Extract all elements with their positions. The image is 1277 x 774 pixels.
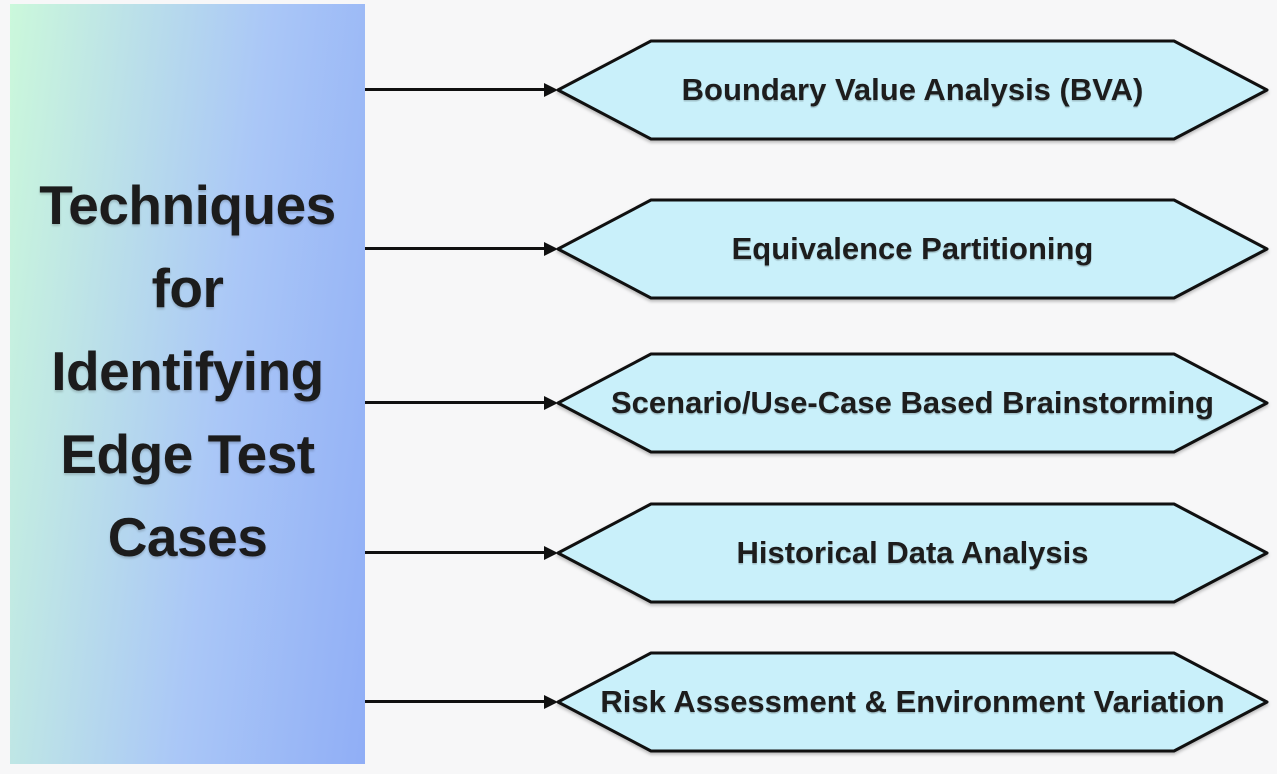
technique-node-bva: Boundary Value Analysis (BVA)	[556, 39, 1269, 141]
technique-node-equivalence-partitioning: Equivalence Partitioning	[556, 198, 1269, 300]
arrowhead-icon	[544, 241, 558, 256]
connector-arrow-2	[365, 241, 558, 256]
arrowhead-icon	[544, 395, 558, 410]
technique-label: Boundary Value Analysis (BVA)	[681, 72, 1144, 107]
connector-arrow-3	[365, 395, 558, 410]
title-line: for	[151, 256, 224, 319]
title-line: Cases	[107, 505, 268, 568]
arrowhead-icon	[544, 545, 558, 560]
technique-node-scenario-brainstorming: Scenario/Use-Case Based Brainstorming	[556, 352, 1269, 454]
title-panel: Techniques for Identifying Edge Test Cas…	[10, 4, 365, 764]
technique-node-risk-assessment: Risk Assessment & Environment Variation	[556, 651, 1269, 753]
hexagon-shape	[556, 502, 1269, 604]
hexagon-shape	[556, 198, 1269, 300]
title-line: Techniques	[39, 173, 336, 236]
connector-arrow-5	[365, 694, 558, 709]
technique-label: Equivalence Partitioning	[731, 231, 1094, 266]
hexagon-shape	[556, 651, 1269, 753]
arrowhead-icon	[544, 694, 558, 709]
technique-label: Historical Data Analysis	[736, 535, 1089, 570]
connector-arrow-4	[365, 545, 558, 560]
hexagon-shape	[556, 352, 1269, 454]
hexagon-shape	[556, 39, 1269, 141]
technique-node-historical-data: Historical Data Analysis	[556, 502, 1269, 604]
title-line: Edge Test	[60, 422, 315, 485]
diagram-title: Techniques for Identifying Edge Test Cas…	[39, 164, 336, 579]
connector-arrow-1	[365, 82, 558, 97]
arrowhead-icon	[544, 82, 558, 97]
title-line: Identifying	[51, 339, 324, 402]
technique-label: Risk Assessment & Environment Variation	[600, 684, 1225, 719]
technique-label: Scenario/Use-Case Based Brainstorming	[611, 385, 1214, 420]
